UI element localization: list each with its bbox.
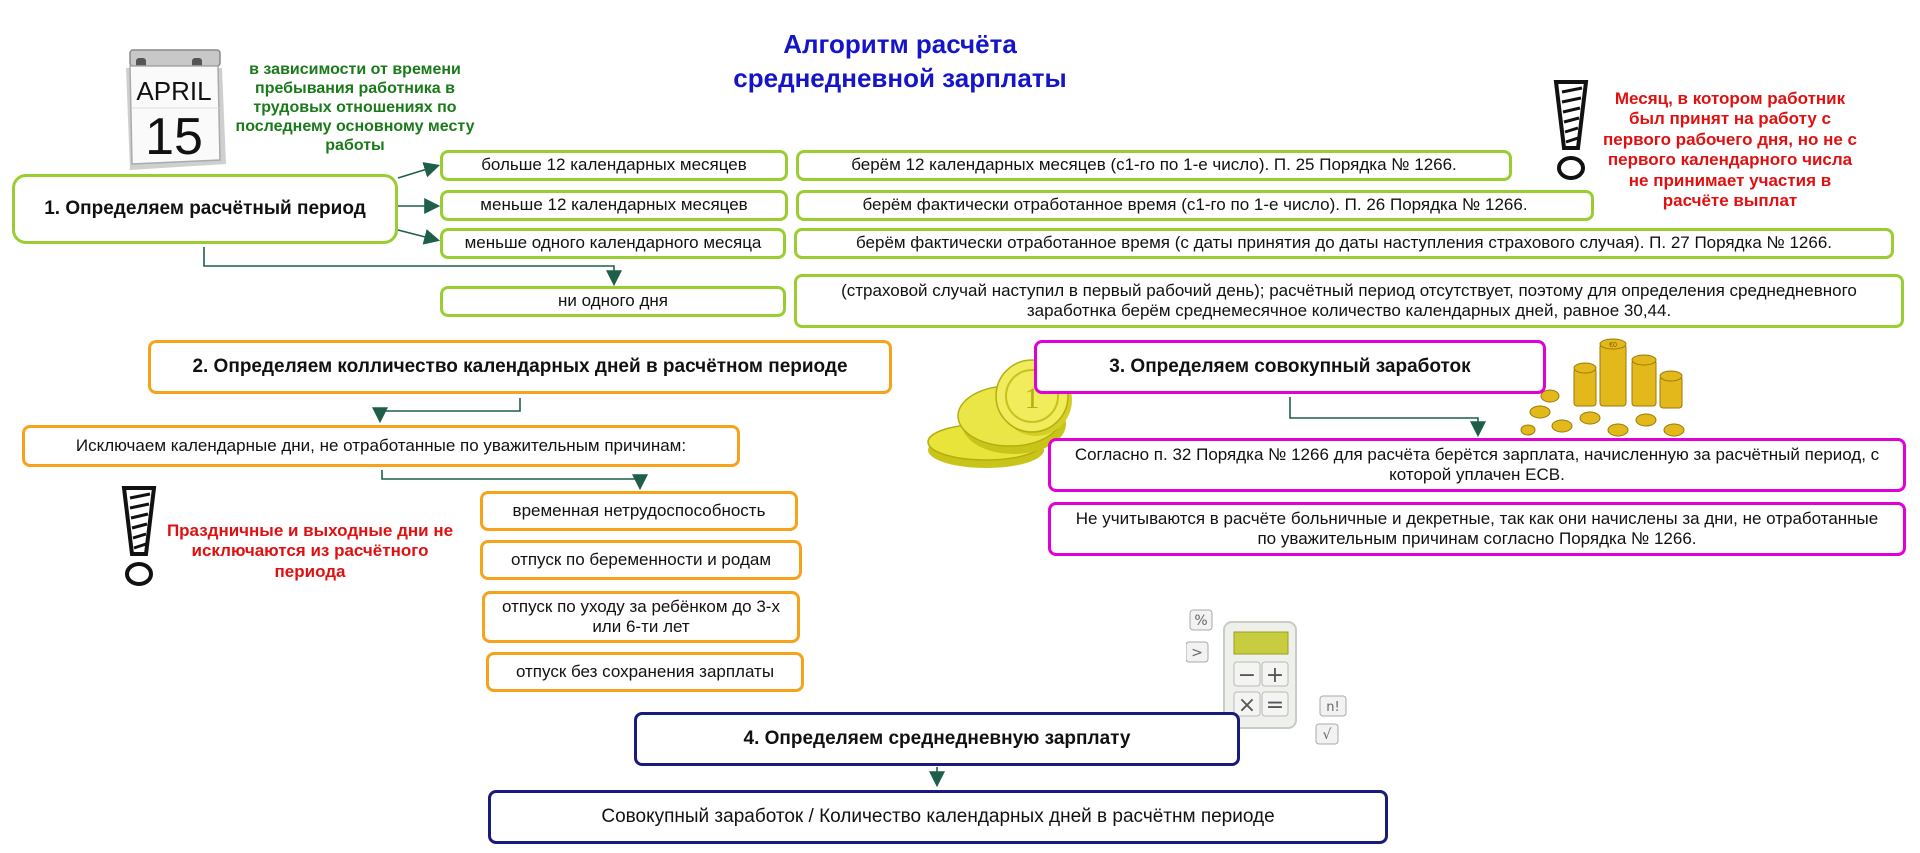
coins-icon: 1 [924,358,1108,474]
condition-item: больше 12 календарных месяцев [440,150,788,181]
result-item: берём фактически отработанное время (с д… [794,228,1894,259]
formula-box: Совокупный заработок / Количество календ… [488,790,1388,844]
income-rule-box: Согласно п. 32 Порядка № 1266 для расчёт… [1048,438,1906,492]
exclamation-icon [116,484,162,590]
title-line-2: среднедневной зарплаты [733,62,1067,93]
reason-item: отпуск по уходу за ребёнком до 3-х или 6… [482,591,800,643]
times-key: × [1238,693,1256,718]
step1-box: 1. Определяем расчётный период [12,174,398,244]
equals-key: = [1266,693,1284,718]
condition-item: меньше одного календарного месяца [440,228,786,259]
step3-box: 3. Определяем совокупный заработок [1034,340,1546,394]
calendar-month: APRIL [136,76,211,106]
sqrt-key: √ [1323,727,1332,743]
greater-key: > [1191,645,1203,661]
step4-box: 4. Определяем среднедневную зарплату [634,712,1240,766]
percent-key: % [1194,613,1207,629]
condition-item: ни одного дня [440,286,786,317]
page-title: Алгоритм расчёта среднедневной зарплаты [620,28,1180,96]
period-note: в зависимости от времени пребывания рабо… [235,61,475,154]
factorial-key: n! [1326,700,1339,715]
result-item: (страховой случай наступил в первый рабо… [794,274,1904,328]
minus-key: − [1238,663,1256,688]
result-item: берём 12 календарных месяцев (с1-го по 1… [796,150,1512,181]
condition-item: меньше 12 календарных месяцев [440,190,788,221]
holidays-warning: Праздничные и выходные дни не исключаютс… [166,521,454,581]
plus-key: + [1266,663,1284,688]
calendar-day: 15 [145,108,203,166]
title-line-1: Алгоритм расчёта [783,29,1017,59]
reason-item: отпуск по беременности и родам [480,540,802,580]
reason-item: отпуск без сохранения зарплаты [486,652,804,692]
accept-month-warning: Месяц, в котором работник был принят на … [1603,89,1857,210]
result-item: берём фактически отработанное время (с1-… [796,190,1594,221]
coin-stack-mark: €0 [1609,342,1617,349]
calculator-icon: − + × = % > n! √ [1185,606,1354,752]
exclamation-icon [1548,78,1594,184]
calendar-icon: APRIL 15 [122,46,230,174]
step2-box: 2. Определяем колличество календарных дн… [148,340,892,394]
exclusion-rule-box: Не учитываются в расчёте больничные и де… [1048,502,1906,556]
coin-stacks-icon: €0 [1520,334,1696,444]
exclude-box: Исключаем календарные дни, не отработанн… [22,425,740,467]
reason-item: временная нетрудоспособность [480,491,798,531]
